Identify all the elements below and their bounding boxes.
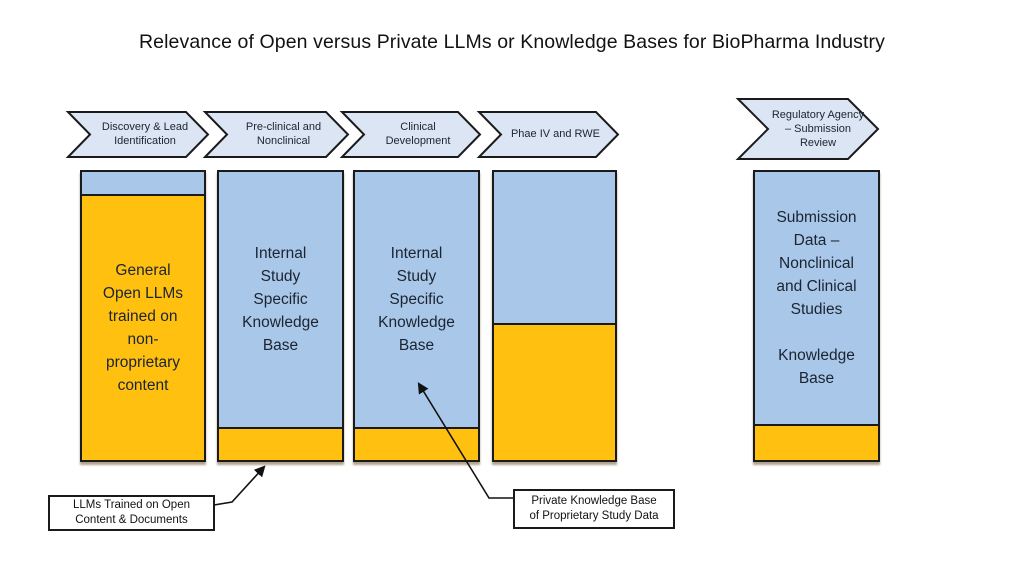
stage-chevron-phase4-rwe: Phae IV and RWE [476, 111, 620, 158]
page-title: Relevance of Open versus Private LLMs or… [138, 31, 885, 53]
stage-label: Pre-clinical and Nonclinical [245, 121, 322, 147]
leader-line-open-llms [213, 465, 266, 506]
chevron-shape [339, 111, 482, 158]
stage-label: Phae IV and RWE [510, 127, 601, 140]
column-clinical: Internal Study Specific Knowledge Base [353, 170, 480, 462]
callout-open-llms: LLMs Trained on Open Content & Documents [48, 495, 215, 531]
stage-label: Discovery & Lead Identification [101, 121, 189, 147]
chevron-shape [65, 111, 210, 158]
callout-private-kb: Private Knowledge Base of Proprietary St… [513, 489, 675, 529]
column-text: Internal Study Specific Knowledge Base [242, 245, 319, 354]
column-regulatory-private-block: Submission Data – Nonclinical and Clinic… [755, 172, 878, 424]
chevron-shape [735, 98, 880, 160]
stage-label: Regulatory Agency – Submission Review [771, 109, 865, 149]
stage-chevron-discovery: Discovery & Lead Identification [65, 111, 210, 158]
column-phase4-open-block [494, 323, 615, 460]
column-text: Internal Study Specific Knowledge Base [378, 245, 455, 354]
column-regulatory: Submission Data – Nonclinical and Clinic… [753, 170, 880, 462]
stage-chevron-regulatory: Regulatory Agency – Submission Review [735, 98, 880, 160]
column-phase4-rwe [492, 170, 617, 462]
column-phase4-private-block [494, 172, 615, 323]
column-preclinical-open-strip [219, 427, 342, 460]
column-text: General Open LLMs trained on non- propri… [102, 262, 184, 394]
column-preclinical: Internal Study Specific Knowledge Base [217, 170, 344, 462]
column-text: Submission Data – Nonclinical and Clinic… [776, 209, 857, 387]
column-regulatory-open-strip [755, 424, 878, 460]
column-clinical-open-strip [355, 427, 478, 460]
stage-chevron-clinical: Clinical Development [339, 111, 482, 158]
chevron-shape [202, 111, 350, 158]
column-clinical-private-block: Internal Study Specific Knowledge Base [355, 172, 478, 427]
stage-label: Clinical Development [385, 121, 451, 147]
column-discovery: General Open LLMs trained on non- propri… [80, 170, 206, 462]
stage-chevron-preclinical: Pre-clinical and Nonclinical [202, 111, 350, 158]
chevron-shape [476, 111, 620, 158]
column-discovery-private-strip [82, 172, 204, 194]
column-preclinical-private-block: Internal Study Specific Knowledge Base [219, 172, 342, 427]
column-discovery-open-block: General Open LLMs trained on non- propri… [82, 194, 204, 460]
